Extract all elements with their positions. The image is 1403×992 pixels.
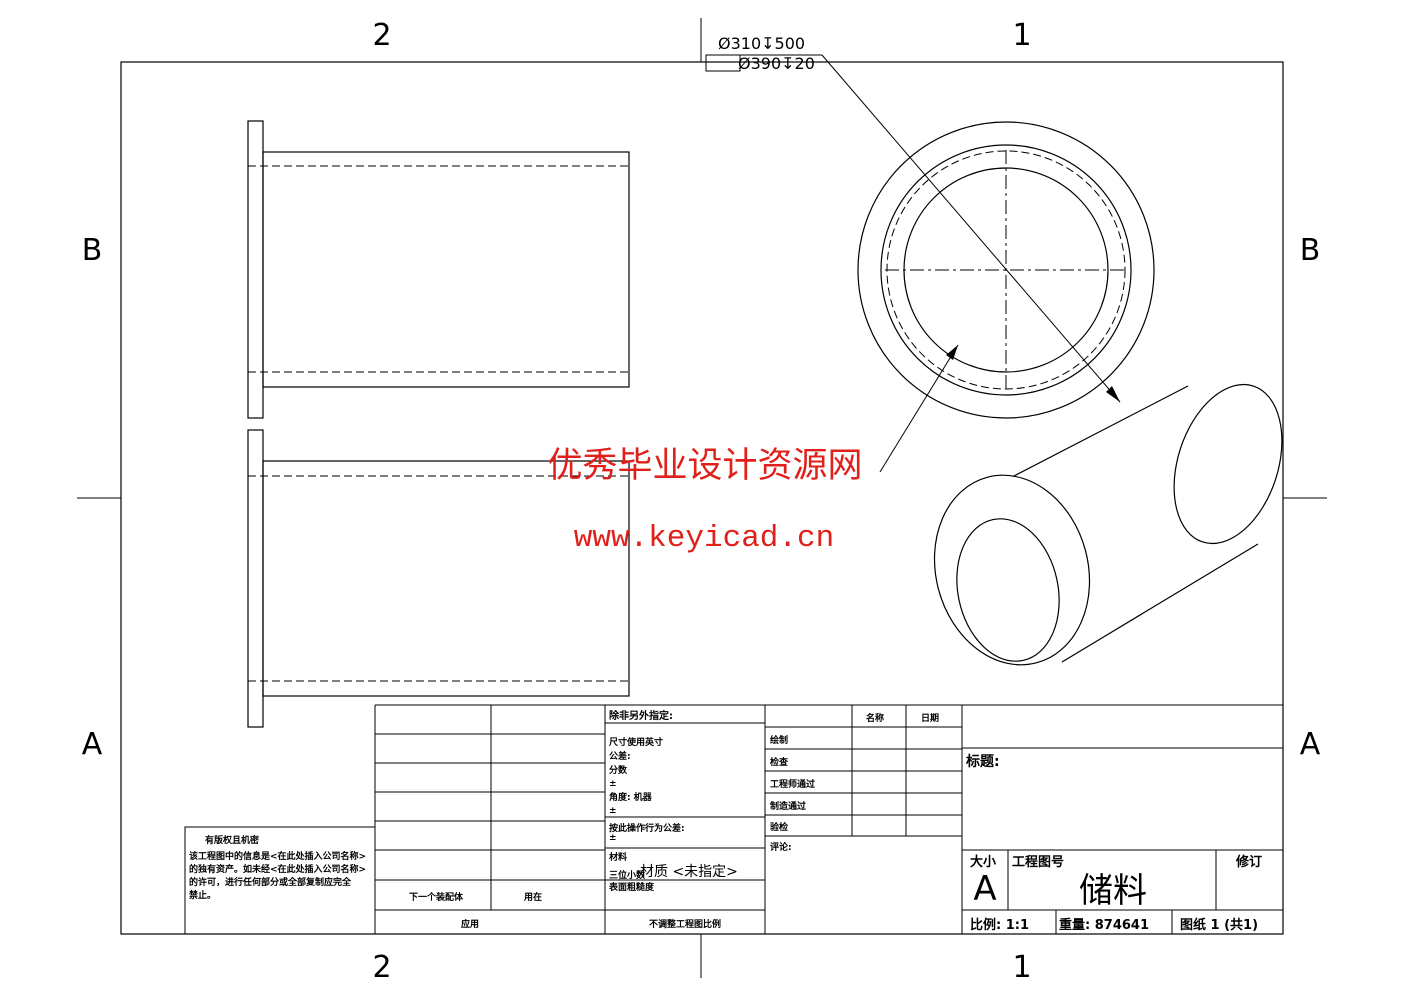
zone-label-top-1: 1	[1012, 18, 1031, 53]
application-label: 应用	[461, 918, 479, 930]
tolerance-line: ±	[609, 806, 617, 816]
dwg-no-label: 工程图号	[1012, 855, 1064, 870]
tolerance-line: ±	[609, 779, 617, 789]
dimension-line1: Ø310↧500	[718, 34, 805, 53]
sheet-value: 图纸 1 (共1)	[1180, 917, 1258, 933]
zone-label-left-b: B	[82, 233, 103, 268]
approval-header-name: 名称	[866, 712, 884, 724]
copyright-line: 禁止。	[189, 889, 216, 901]
next-assembly-label: 下一个装配体	[409, 891, 464, 903]
revision-label: 修订	[1235, 854, 1262, 870]
size-value: A	[973, 869, 996, 909]
dwg-no-value: 储料	[1079, 871, 1147, 911]
copyright-line: 该工程图中的信息是<在此处插入公司名称>	[189, 850, 366, 862]
approval-row-checked: 检查	[770, 756, 789, 768]
size-label: 大小	[970, 854, 996, 870]
tolerance-line: 角度: 机器	[609, 791, 653, 803]
zone-label-top-2: 2	[372, 18, 391, 53]
tolerance-line: 分数	[609, 764, 628, 776]
center-marks	[77, 18, 1327, 978]
zone-label-right-a: A	[1300, 727, 1321, 762]
watermark-title: 优秀毕业设计资源网	[547, 446, 862, 486]
copyright-line: 的独有资产。如未经<在此处插入公司名称>	[189, 863, 366, 875]
front-view[interactable]	[857, 121, 1155, 419]
weight-value: 重量: 874641	[1059, 917, 1149, 933]
approval-row-mfg: 制造通过	[770, 800, 806, 812]
drawing-border	[120, 61, 1284, 935]
isometric-view[interactable]	[914, 371, 1301, 683]
approval-row-eng: 工程师通过	[770, 778, 815, 790]
dimension-line2: Ø390↧20	[738, 54, 815, 73]
copyright-heading: 有版权且机密	[205, 834, 259, 846]
material-value: 材质 <未指定>	[640, 864, 738, 880]
zone-label-bottom-1: 1	[1012, 950, 1031, 985]
side-view-bottom[interactable]	[247, 429, 630, 728]
two-place-label: 按此操作行为公差:	[609, 822, 685, 834]
zone-label-bottom-2: 2	[372, 950, 391, 985]
two-place-pm: ±	[609, 833, 617, 843]
finish-label: 表面粗糙度	[608, 881, 655, 893]
scale-value: 比例: 1:1	[970, 917, 1029, 933]
no-scale-label: 不调整工程图比例	[649, 918, 721, 930]
tolerance-header: 除非另外指定:	[609, 709, 673, 722]
title-label: 标题:	[965, 753, 1000, 770]
tolerance-line: 尺寸使用英寸	[609, 736, 663, 748]
zone-label-left-a: A	[82, 727, 103, 762]
copyright-line: 的许可，进行任何部分或全部复制应完全	[189, 876, 352, 888]
watermark-url: www.keyicad.cn	[574, 521, 834, 556]
title-block-grid	[184, 704, 1283, 935]
material-label: 材料	[608, 851, 627, 863]
used-on-label: 用在	[523, 891, 542, 903]
approval-row-qa: 验检	[770, 821, 788, 833]
tolerance-line: 公差:	[609, 750, 631, 762]
zone-label-right-b: B	[1300, 233, 1321, 268]
three-place-label: 三位小数	[609, 869, 646, 881]
approval-header-date: 日期	[921, 712, 939, 724]
hole-callout[interactable]: Ø310↧500 Ø390↧20	[705, 34, 1121, 473]
comments-label: 评论:	[770, 841, 792, 853]
approval-row-drawn: 绘制	[770, 734, 788, 746]
side-view-top[interactable]	[247, 120, 630, 419]
